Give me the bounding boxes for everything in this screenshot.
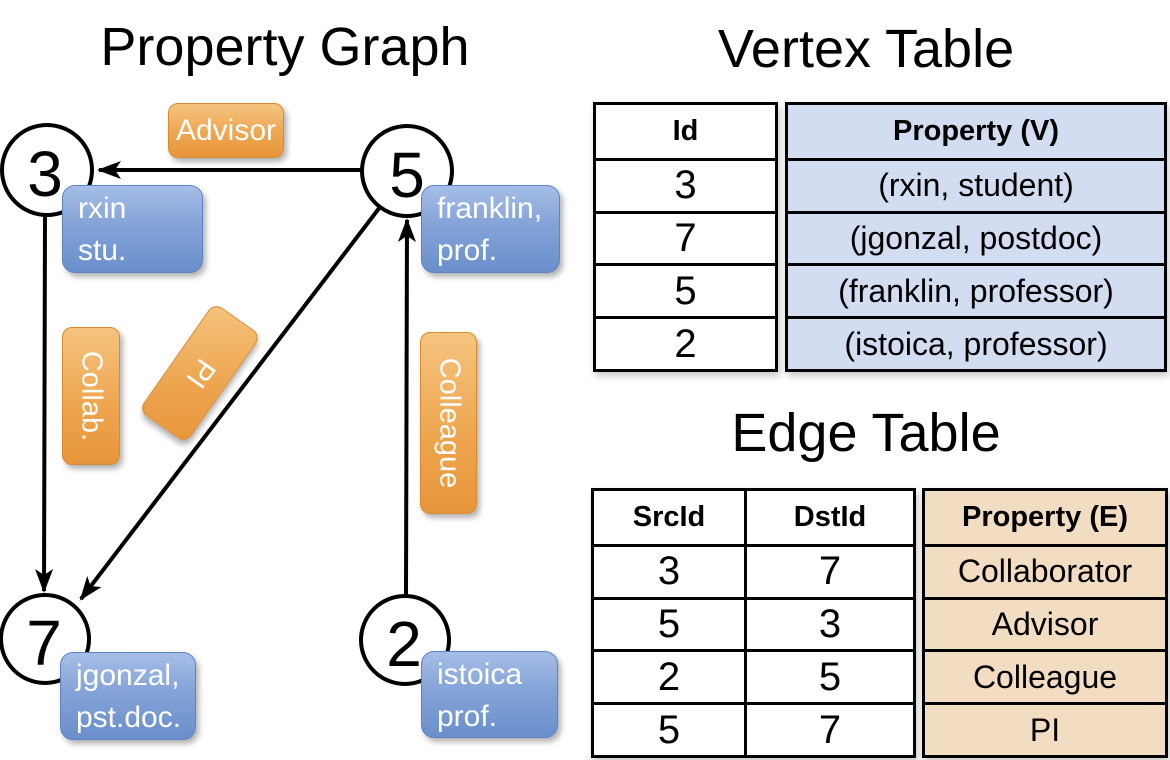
edge-table-dst-cell: 3 [744,596,913,650]
edge-table-id-columns: SrcId DstId 3 7 5 3 2 5 5 7 [591,488,916,758]
edge-table-dst-header: DstId [744,491,913,544]
edge-label-colleague-text: Colleague [433,357,465,489]
edge-table-property-column: Property (E) Collaborator Advisor Collea… [922,488,1168,758]
edge-label-collab-text: Collab. [75,350,108,442]
vertex-label-franklin: franklin, prof. [421,185,560,273]
edge-table-property-cell: Collaborator [925,543,1165,597]
vertex-table-id-header: Id [672,114,699,147]
vertex-table-title: Vertex Table [717,19,1015,79]
edge-colleague-2-to-5 [397,218,416,596]
vertex-table-property-cell: (jgonzal, postdoc) [788,210,1164,264]
vertex-label-franklin-line1: franklin, [437,192,543,225]
vertex-label-jgonzal-line1: jgonzal, [76,659,180,692]
vertex-label-istoica: istoica prof. [421,651,558,738]
edge-table-src-header: SrcId [632,500,706,533]
vertex-table-id-column: Id 3 7 5 2 [593,102,778,372]
edge-table-src-cell: 2 [594,649,744,702]
vertex-label-rxin-line2: stu. [78,234,127,267]
vertex-label-franklin-line2: prof. [437,234,498,267]
edge-table-property-cell: PI [925,702,1165,755]
edge-collab-3-to-7 [35,214,54,593]
edge-table-property-cell: Colleague [925,649,1165,703]
vertex-label-istoica-line1: istoica [437,658,523,691]
vertex-table-property-column: Property (V) (rxin, student) (jgonzal, p… [785,102,1167,372]
edge-label-colleague: Colleague [420,332,477,514]
node-id-3: 3 [27,138,63,210]
edge-label-advisor: Advisor [168,103,284,158]
node-id-7: 7 [26,607,62,679]
vertex-table-property-header: Property (V) [788,105,1164,158]
edge-label-collab: Collab. [62,327,120,465]
edge-table-src-cell: 5 [594,702,744,755]
edge-table-src-cell: 3 [594,543,744,597]
vertex-label-jgonzal-line2: pst.doc. [76,701,182,734]
edge-label-pi-text: PI [179,352,222,394]
vertex-table-property-cell: (franklin, professor) [788,263,1164,317]
edge-pi-5-to-7 [79,205,382,601]
edge-table-property-header: Property (E) [925,491,1165,544]
edge-table-dst-cell: 7 [744,543,913,597]
vertex-table-id-cell: 3 [596,157,775,211]
vertex-table-id-cell: 5 [596,263,775,316]
edge-table-property-cell: Advisor [925,596,1165,650]
vertex-table-id-cell: 7 [596,210,775,264]
edge-table-dst-cell: 7 [744,702,913,755]
vertex-label-rxin-line1: rxin [78,192,127,225]
vertex-label-rxin: rxin stu. [62,185,203,273]
vertex-label-jgonzal: jgonzal, pst.doc. [60,652,196,740]
node-id-5: 5 [389,139,425,211]
vertex-table-property-cell: (istoica, professor) [788,316,1164,369]
edge-table-title: Edge Table [731,403,1001,463]
edge-table-dst-cell: 5 [744,649,913,703]
edge-table-src-cell: 5 [594,596,744,650]
node-id-2: 2 [386,608,422,680]
property-graph-title: Property Graph [100,17,470,77]
vertex-table-id-cell: 2 [596,316,775,369]
vertex-label-istoica-line2: prof. [437,700,498,733]
vertex-table-property-cell: (rxin, student) [788,157,1164,211]
